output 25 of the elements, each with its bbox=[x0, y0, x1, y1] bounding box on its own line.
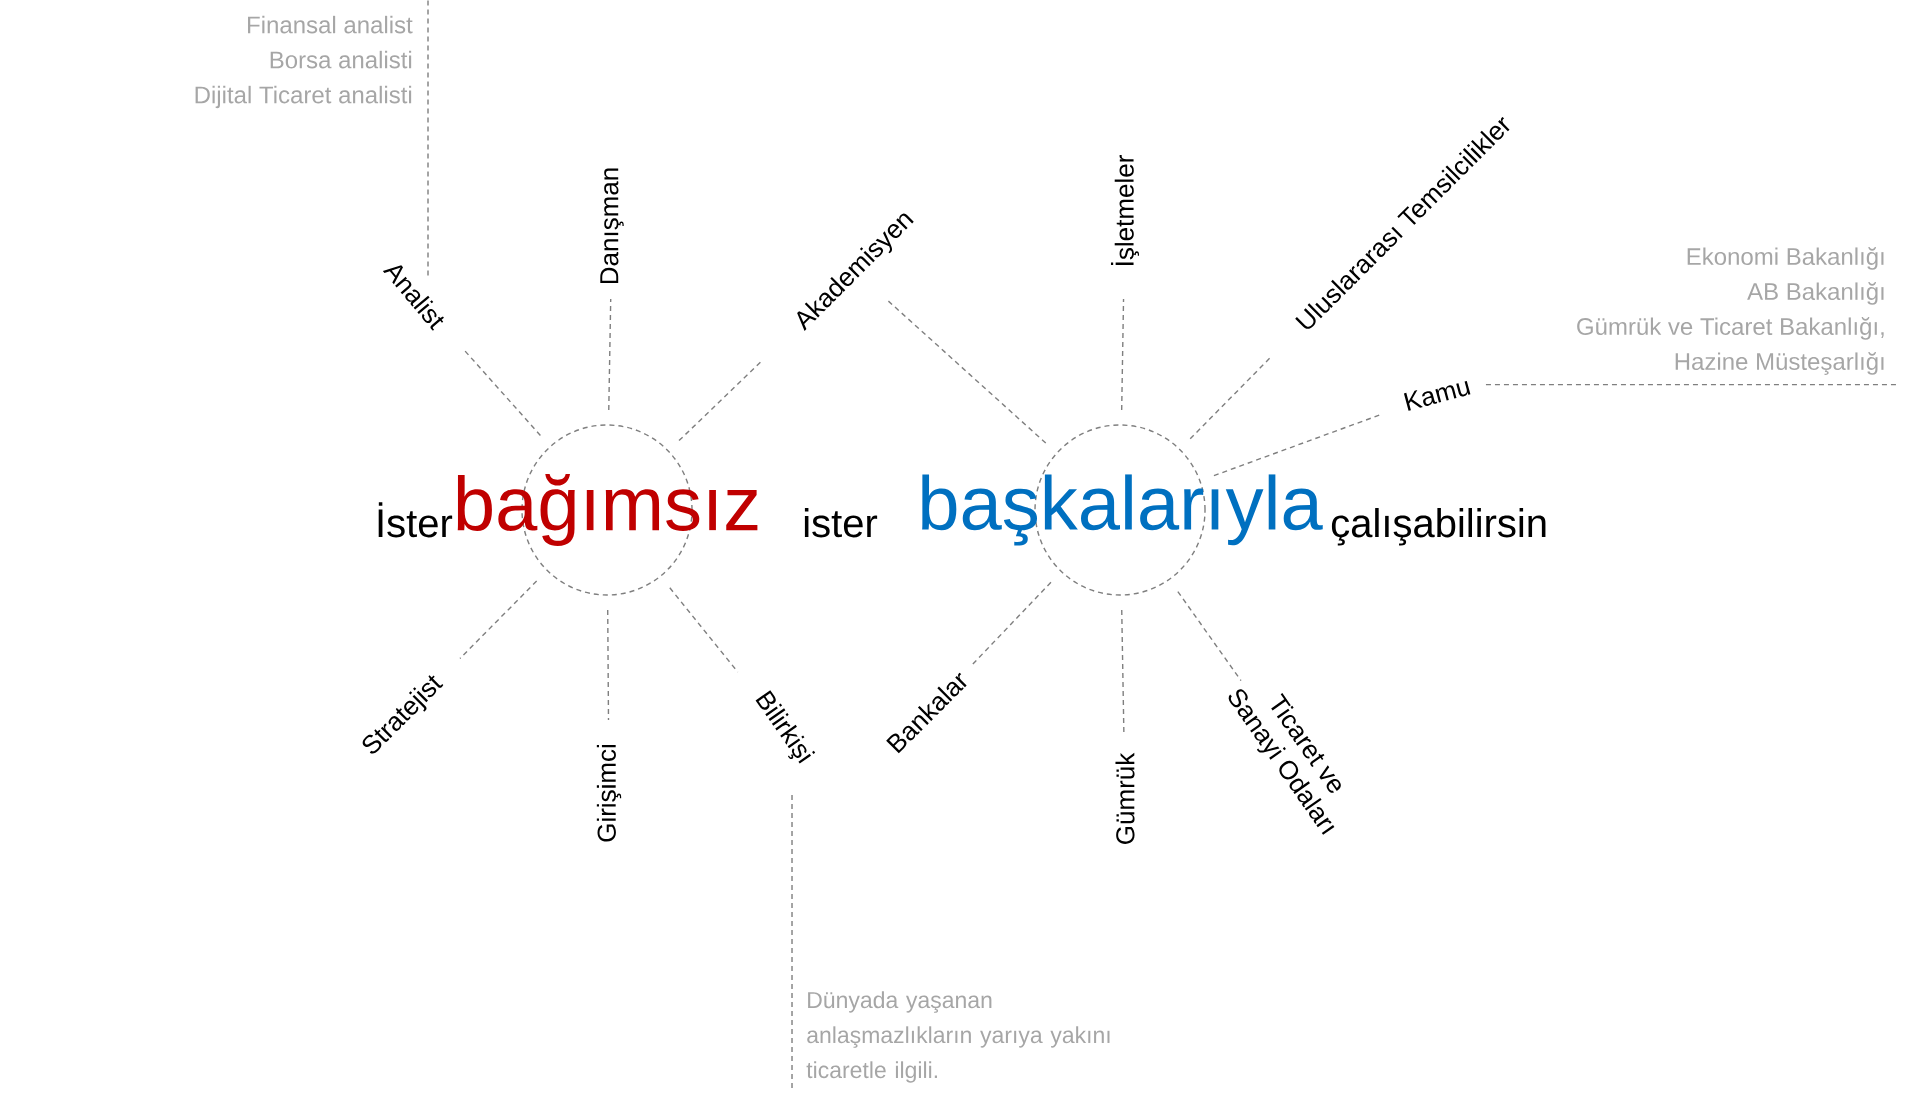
dashed-connector bbox=[608, 298, 612, 411]
headline-word: çalışabilirsin bbox=[1331, 508, 1546, 546]
branch-label: Girişimci bbox=[596, 744, 622, 842]
leader-line bbox=[1485, 383, 1897, 386]
dashed-connector bbox=[1121, 298, 1125, 411]
branch-label: Gümrük bbox=[1115, 752, 1135, 844]
dashed-connector bbox=[887, 300, 1047, 444]
headline-word: İster bbox=[378, 502, 453, 538]
dashed-connector bbox=[1213, 413, 1382, 477]
dashed-connector bbox=[678, 359, 764, 442]
dashed-connector bbox=[1121, 609, 1125, 735]
note-text: Ekonomi Bakanlığı AB Bakanlığı Gümrük ve Ticaret Bakanlığı, Hazine Müsteşarlığı bbox=[1577, 247, 1884, 375]
dashed-connector bbox=[462, 348, 542, 437]
note-text: Finansal analist Borsa analisti Dijital Ticaret analisti bbox=[195, 15, 413, 109]
branch-label: İşletmeler bbox=[1111, 155, 1140, 265]
dashed-connector bbox=[1177, 590, 1242, 682]
note-text: Dünyada yaşanan anlaşmazlıkların yarıya yakını ticaretle ilgili. bbox=[806, 991, 1110, 1083]
dashed-connector bbox=[607, 609, 610, 721]
leader-line bbox=[427, 0, 429, 277]
dashed-connector bbox=[971, 581, 1052, 666]
dashed-connector bbox=[1189, 357, 1271, 440]
dashed-connector bbox=[459, 580, 538, 660]
branch-label: Danışman bbox=[600, 168, 624, 284]
headline-word: ister bbox=[804, 508, 878, 538]
branch-label: Kamu bbox=[1403, 380, 1471, 411]
